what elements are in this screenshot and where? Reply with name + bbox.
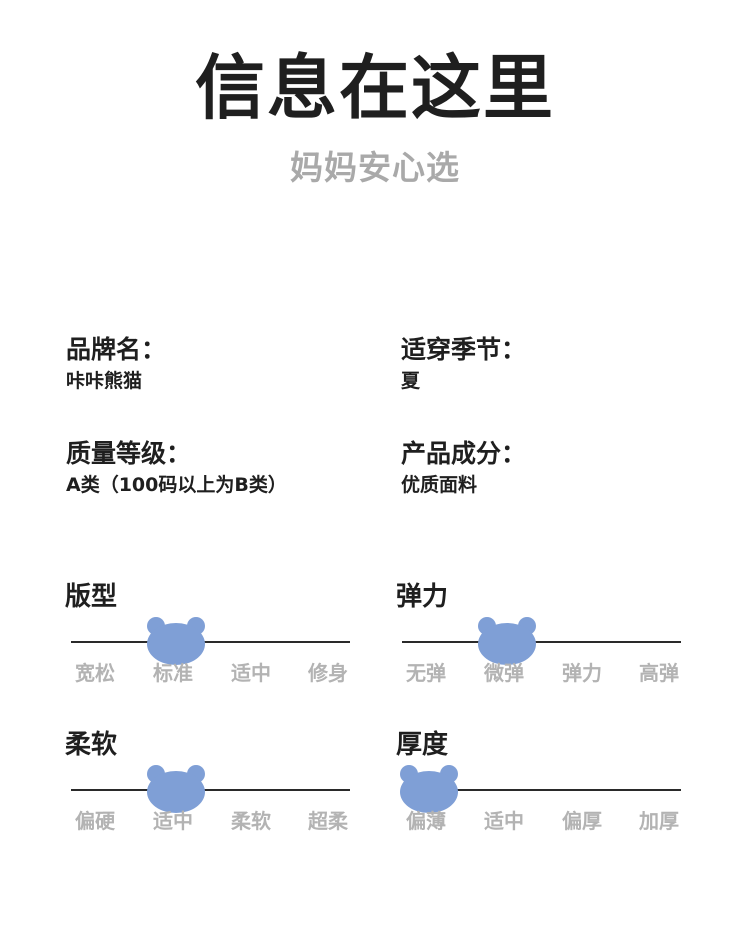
info-material-label: 产品成分： [401, 439, 527, 468]
info-grade-value: A类（100码以上为B类） [66, 474, 287, 496]
scale-fit-track [71, 641, 350, 643]
scale-elastic-option[interactable]: 微弹 [484, 661, 524, 685]
scale-softness-option[interactable]: 偏硬 [75, 809, 115, 833]
scale-thickness-option[interactable]: 适中 [484, 809, 524, 833]
scale-softness-option[interactable]: 适中 [153, 809, 193, 833]
scale-elastic-title: 弹力 [396, 582, 449, 612]
info-material: 产品成分： 优质面料 [401, 438, 701, 498]
info-season-label: 适穿季节： [401, 335, 527, 364]
scale-softness-option[interactable]: 超柔 [308, 809, 348, 833]
scale-fit-options: 宽松 标准 适中 修身 [67, 659, 351, 689]
bear-head-icon[interactable] [476, 615, 538, 665]
info-material-value: 优质面料 [401, 474, 478, 496]
info-grade: 质量等级： A类（100码以上为B类） [66, 438, 366, 498]
info-brand: 品牌名： 咔咔熊猫 [66, 334, 366, 394]
info-season-value: 夏 [401, 370, 421, 392]
scale-elastic-options: 无弹 微弹 弹力 高弹 [398, 659, 682, 689]
scale-thickness-option[interactable]: 偏厚 [562, 809, 602, 833]
page-title: 信息在这里 [195, 47, 555, 129]
scale-elastic-option[interactable]: 无弹 [406, 661, 446, 685]
scale-fit: 版型 宽松 标准 适中 修身 [65, 581, 351, 701]
scale-thickness-option[interactable]: 加厚 [639, 809, 679, 833]
bear-head-icon[interactable] [145, 615, 207, 665]
scale-thickness: 厚度 偏薄 适中 偏厚 加厚 [396, 729, 682, 849]
scale-softness: 柔软 偏硬 适中 柔软 超柔 [65, 729, 351, 849]
scale-thickness-track [402, 789, 681, 791]
scale-softness-options: 偏硬 适中 柔软 超柔 [67, 807, 351, 837]
scale-thickness-title: 厚度 [396, 730, 449, 760]
scale-softness-option[interactable]: 柔软 [231, 809, 271, 833]
scale-elastic-option[interactable]: 高弹 [639, 661, 679, 685]
scale-softness-title: 柔软 [65, 730, 118, 760]
page-subtitle: 妈妈安心选 [290, 148, 460, 187]
scale-elastic: 弹力 无弹 微弹 弹力 高弹 [396, 581, 682, 701]
scale-fit-title: 版型 [65, 582, 118, 612]
scale-fit-option[interactable]: 适中 [231, 661, 271, 685]
info-season: 适穿季节： 夏 [401, 334, 701, 394]
scale-fit-option[interactable]: 修身 [308, 661, 348, 685]
info-grade-label: 质量等级： [66, 439, 192, 468]
scale-thickness-options: 偏薄 适中 偏厚 加厚 [398, 807, 682, 837]
scale-fit-option[interactable]: 宽松 [75, 661, 115, 685]
scale-elastic-option[interactable]: 弹力 [562, 661, 602, 685]
scale-fit-option[interactable]: 标准 [153, 661, 193, 685]
scale-thickness-option[interactable]: 偏薄 [406, 809, 446, 833]
bear-head-icon[interactable] [145, 763, 207, 813]
info-brand-label: 品牌名： [66, 335, 167, 364]
info-brand-value: 咔咔熊猫 [66, 370, 143, 392]
scale-softness-track [71, 789, 350, 791]
scale-elastic-track [402, 641, 681, 643]
bear-head-icon[interactable] [398, 763, 460, 813]
